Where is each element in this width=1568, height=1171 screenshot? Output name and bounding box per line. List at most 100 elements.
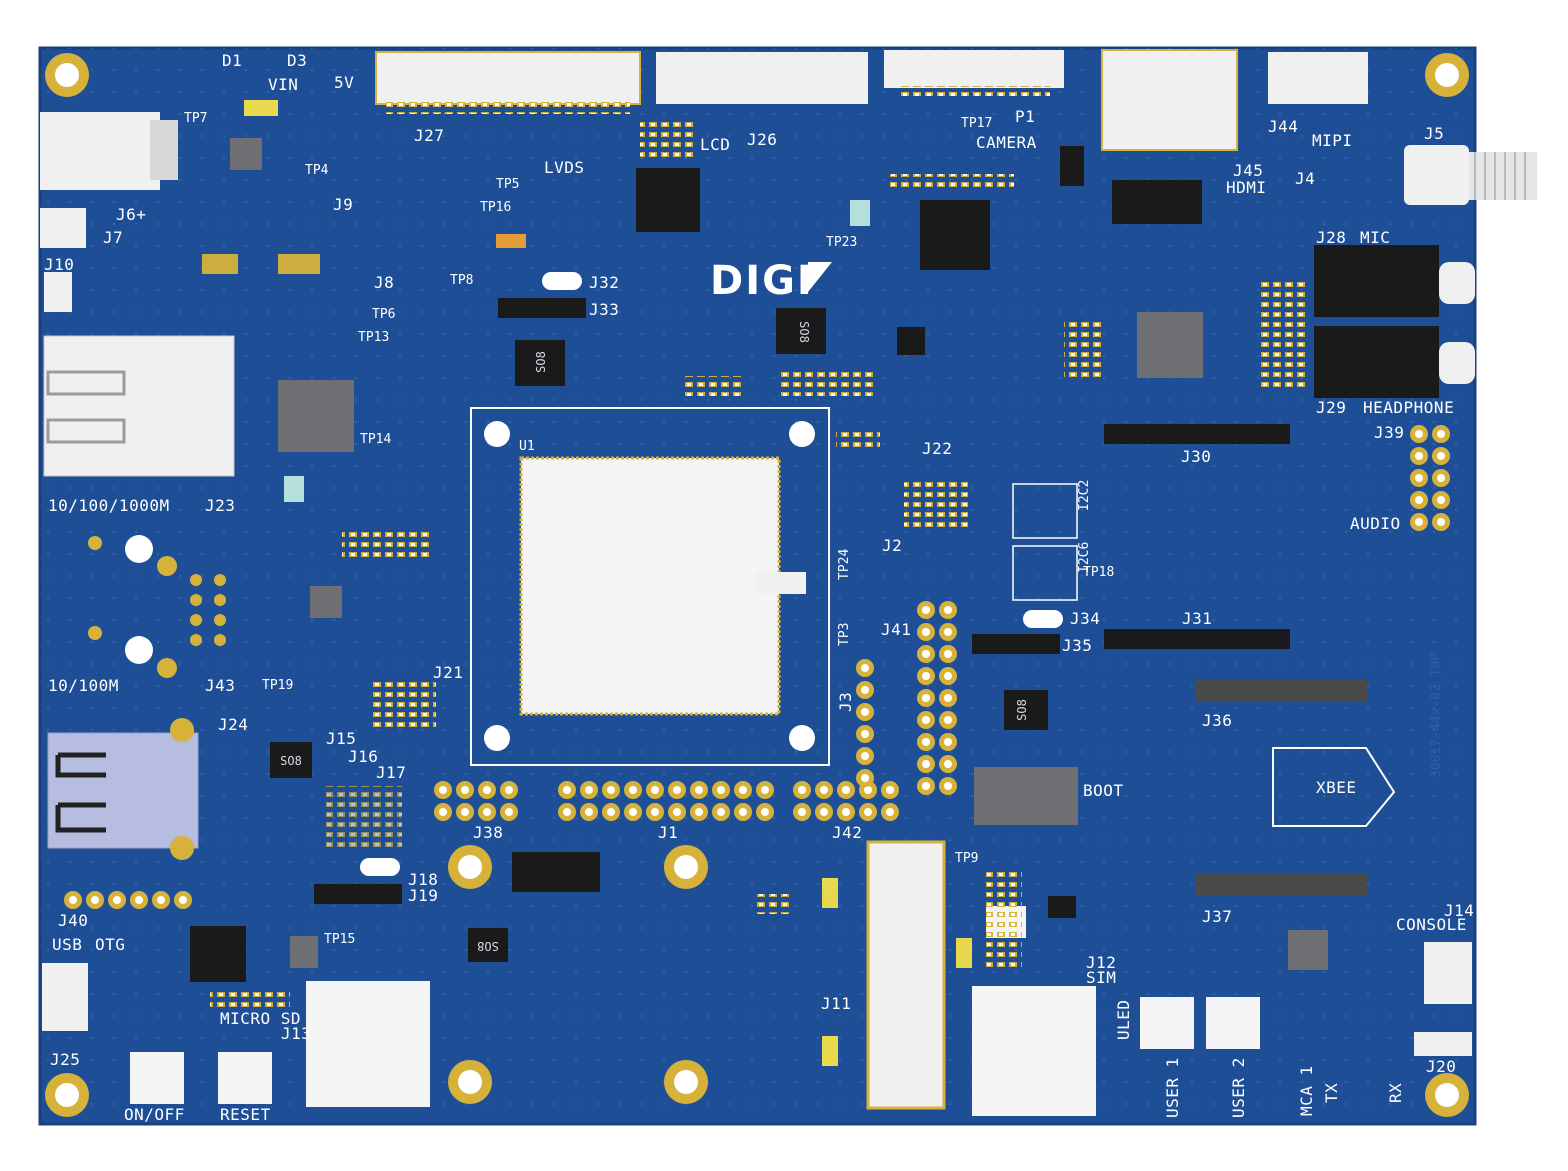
svg-text:P1: P1 — [1015, 107, 1035, 126]
left-connectors — [40, 112, 235, 1031]
svg-text:J8: J8 — [374, 273, 394, 292]
svg-text:J1: J1 — [658, 823, 678, 842]
svg-text:J34: J34 — [1070, 609, 1100, 628]
svg-text:SO8: SO8 — [534, 351, 548, 373]
svg-text:XBEE: XBEE — [1316, 778, 1357, 797]
svg-text:USER 2: USER 2 — [1229, 1057, 1248, 1118]
top-connectors — [375, 49, 1368, 151]
svg-text:J36: J36 — [1202, 711, 1232, 730]
svg-text:D1: D1 — [222, 51, 242, 70]
svg-text:J39: J39 — [1374, 423, 1404, 442]
svg-text:RX: RX — [1386, 1083, 1405, 1103]
svg-text:J26: J26 — [747, 130, 777, 149]
svg-text:OTG: OTG — [95, 935, 125, 954]
svg-text:TP5: TP5 — [496, 177, 519, 192]
svg-text:J29: J29 — [1316, 398, 1346, 417]
svg-text:TP9: TP9 — [955, 851, 978, 866]
expansion-header-pads — [64, 425, 1450, 909]
svg-text:SO8: SO8 — [1015, 699, 1029, 721]
svg-text:TP8: TP8 — [450, 273, 473, 288]
svg-text:TP17: TP17 — [961, 116, 992, 131]
svg-text:J22: J22 — [922, 439, 952, 458]
svg-text:SIM: SIM — [1086, 968, 1116, 987]
so8-packages: SO8 SO8 SO8 SO8 SO8 — [270, 308, 1048, 962]
svg-text:J19: J19 — [408, 886, 438, 905]
svg-text:VIN: VIN — [268, 75, 298, 94]
svg-text:SO8: SO8 — [797, 321, 811, 343]
bottom-components — [130, 840, 1260, 1116]
digi-logo: DIGI — [710, 258, 814, 304]
svg-text:CAMERA: CAMERA — [976, 133, 1037, 152]
svg-text:J37: J37 — [1202, 907, 1232, 926]
svg-text:LVDS: LVDS — [544, 158, 585, 177]
ethernet-footprint-pads — [88, 535, 226, 860]
svg-text:MIC: MIC — [1360, 228, 1390, 247]
svg-text:MIPI: MIPI — [1312, 131, 1353, 150]
svg-text:U1: U1 — [519, 439, 535, 454]
svg-text:TP14: TP14 — [360, 432, 391, 447]
silkscreen-labels: D1 D3 VIN 5V TP7 TP4 J27 LVDS TP5 TP16 L… — [44, 51, 1474, 1124]
svg-text:J11: J11 — [821, 994, 851, 1013]
svg-text:J28: J28 — [1316, 228, 1346, 247]
svg-text:HDMI: HDMI — [1226, 178, 1267, 197]
svg-text:ON/OFF: ON/OFF — [124, 1105, 185, 1124]
svg-text:J3: J3 — [836, 692, 855, 712]
u1-module — [470, 407, 830, 766]
svg-text:TP6: TP6 — [372, 307, 395, 322]
svg-text:10/100M: 10/100M — [48, 676, 119, 695]
svg-text:J7: J7 — [103, 228, 123, 247]
svg-text:D3: D3 — [287, 51, 307, 70]
svg-text:J27: J27 — [414, 126, 444, 145]
svg-text:J42: J42 — [832, 823, 862, 842]
svg-text:J10: J10 — [44, 255, 74, 274]
svg-text:TP7: TP7 — [184, 111, 207, 126]
svg-text:J16: J16 — [348, 747, 378, 766]
svg-text:USER 1: USER 1 — [1163, 1057, 1182, 1118]
svg-text:J14: J14 — [1444, 901, 1474, 920]
svg-text:J24: J24 — [218, 715, 248, 734]
svg-text:J12: J12 — [1086, 953, 1116, 972]
svg-text:J45: J45 — [1233, 161, 1263, 180]
svg-text:J6+: J6+ — [116, 205, 146, 224]
svg-text:5V: 5V — [334, 73, 354, 92]
svg-text:TP23: TP23 — [826, 235, 857, 250]
svg-text:J44: J44 — [1268, 117, 1298, 136]
svg-text:J2: J2 — [882, 536, 902, 555]
svg-text:J5: J5 — [1424, 124, 1444, 143]
svg-text:I2C6: I2C6 — [1077, 542, 1092, 573]
xbee-outline — [1272, 747, 1396, 827]
smd-clusters — [202, 100, 1308, 1066]
svg-text:TP16: TP16 — [480, 200, 511, 215]
svg-text:J38: J38 — [473, 823, 503, 842]
svg-text:MCA 1: MCA 1 — [1297, 1065, 1316, 1116]
svg-text:J4: J4 — [1295, 169, 1315, 188]
svg-text:J31: J31 — [1182, 609, 1212, 628]
svg-text:TP19: TP19 — [262, 678, 293, 693]
svg-text:HEADPHONE: HEADPHONE — [1363, 398, 1454, 417]
svg-text:J13: J13 — [281, 1024, 311, 1043]
svg-text:SO8: SO8 — [280, 754, 302, 768]
svg-text:J17: J17 — [376, 763, 406, 782]
svg-text:CONSOLE: CONSOLE — [1396, 915, 1467, 934]
svg-text:J30: J30 — [1181, 447, 1211, 466]
svg-text:10/100/1000M: 10/100/1000M — [48, 496, 170, 515]
svg-text:J35: J35 — [1062, 636, 1092, 655]
svg-text:TP15: TP15 — [324, 932, 355, 947]
svg-text:MICRO SD: MICRO SD — [220, 1009, 301, 1028]
svg-text:J20: J20 — [1426, 1057, 1456, 1076]
ic-chips — [190, 138, 1328, 982]
svg-text:J18: J18 — [408, 870, 438, 889]
mounting-holes — [45, 53, 1469, 1117]
svg-text:J41: J41 — [881, 620, 911, 639]
svg-text:J43: J43 — [205, 676, 235, 695]
pin-headers — [314, 272, 1367, 904]
svg-text:TP24: TP24 — [837, 549, 852, 580]
svg-text:I2C2: I2C2 — [1077, 480, 1092, 511]
svg-text:J21: J21 — [433, 663, 463, 682]
svg-text:J23: J23 — [205, 496, 235, 515]
svg-text:J15: J15 — [326, 729, 356, 748]
svg-text:TP4: TP4 — [305, 163, 329, 178]
right-connectors — [1314, 145, 1537, 1056]
svg-text:BOOT: BOOT — [1083, 781, 1124, 800]
svg-text:J32: J32 — [589, 273, 619, 292]
